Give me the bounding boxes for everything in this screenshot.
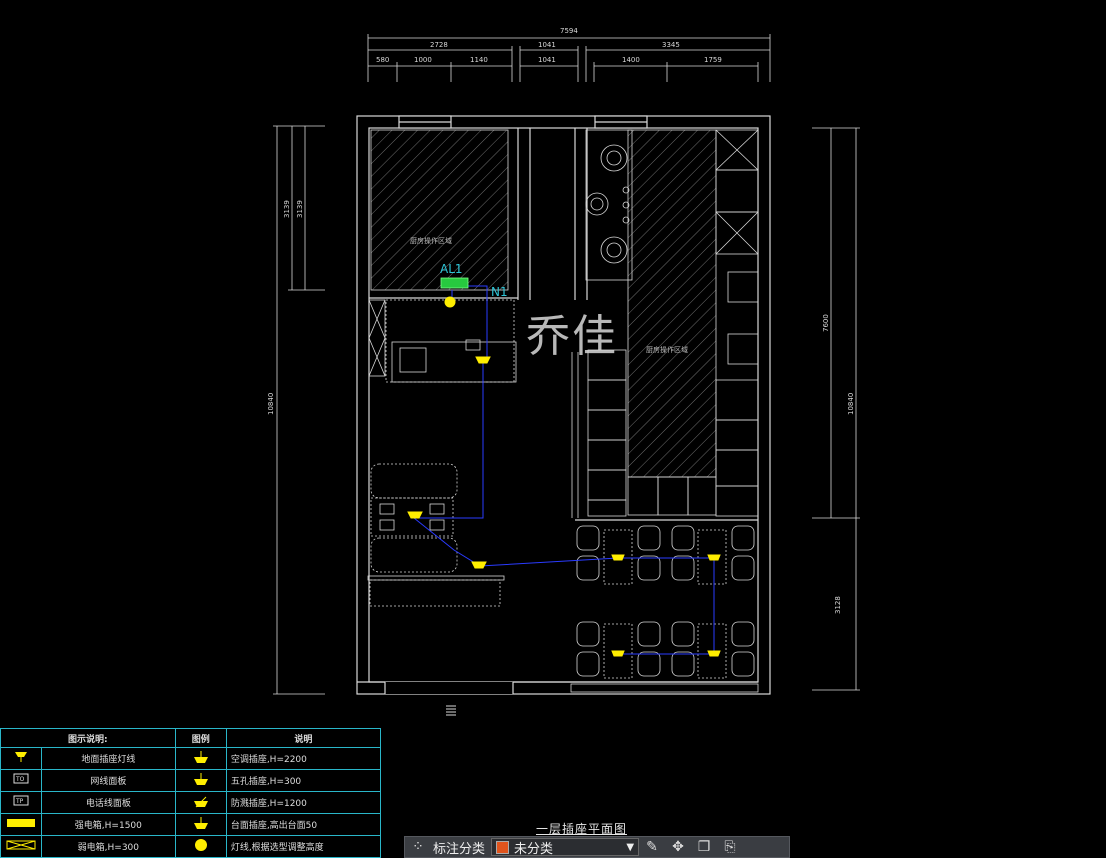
electrical-panel-al1 [440, 277, 469, 289]
left-dimensions [273, 125, 325, 695]
dim-top-580: 580 [376, 56, 389, 64]
entry-arrow-icon [446, 705, 456, 716]
dim-top-1041b: 1041 [538, 56, 556, 64]
socket-icon [707, 554, 721, 561]
top-dimensions [367, 34, 771, 82]
bar-counter [368, 299, 517, 580]
svg-text:TP: TP [15, 798, 24, 805]
socket-icon [707, 650, 721, 657]
legend-right-text: 空调插座,H=2200 [225, 747, 382, 770]
legend-left-text: 网线面板 [41, 769, 176, 792]
annotation-toolbar: ⁘ 标注分类 未分类 ▼ ✎ ✥ ❐ ⎘ [404, 836, 790, 858]
ac-socket-icon [174, 747, 227, 770]
legend-left-text: 强电箱,H=1500 [41, 813, 176, 836]
chevron-down-icon: ▼ [626, 841, 635, 853]
dim-top-1000: 1000 [414, 56, 432, 64]
stove [585, 129, 633, 281]
dim-top-1759: 1759 [704, 56, 722, 64]
dim-left-outer: 10840 [267, 393, 275, 415]
socket-icon [611, 650, 625, 657]
legend-row: TO 网线面板 五孔插座,H=300 [0, 769, 382, 792]
dining-tables [570, 525, 759, 693]
grip-icon[interactable]: ⁘ [412, 839, 424, 855]
socket-icon [407, 511, 423, 519]
dim-top-1140: 1140 [470, 56, 488, 64]
counter-socket-icon [174, 813, 227, 836]
sheet-title: 一层插座平面图 [536, 822, 628, 836]
dim-left-b: 3139 [296, 200, 304, 218]
paste-icon[interactable]: ⎘ [724, 839, 736, 855]
dim-left-a: 3139 [283, 200, 291, 218]
dim-top-3345: 3345 [662, 41, 680, 49]
category-color-swatch [496, 840, 510, 854]
copy-icon[interactable]: ❐ [697, 839, 711, 855]
legend-right-text: 台面插座,高出台面50 [225, 813, 382, 836]
lamp-wire-icon [174, 835, 227, 858]
kitchen-zone-left [370, 129, 509, 291]
kitchen-zone-right [627, 129, 717, 478]
annotation-category-label: 标注分类 [433, 841, 486, 857]
edit-icon[interactable]: ✎ [646, 839, 658, 855]
right-cabinets [571, 129, 759, 518]
socket-symbols [407, 296, 721, 657]
move-icon[interactable]: ✥ [672, 839, 684, 855]
waterproof-socket-icon [174, 791, 227, 814]
legend-head-explain: 说明 [225, 728, 382, 748]
panel-label: AL1 [440, 262, 463, 276]
lamp-wire-icon [444, 296, 456, 308]
legend-head-desc: 图示说明: [0, 728, 176, 748]
legend-row: 弱电箱,H=300 灯线,根据选型调整高度 [0, 835, 382, 858]
legend-left-text: 地面插座灯线 [41, 747, 176, 770]
legend-left-text: 电话线面板 [41, 791, 176, 814]
dim-top-1400: 1400 [622, 56, 640, 64]
legend-head-symbol: 图例 [174, 728, 227, 748]
floor-socket-icon [0, 747, 42, 770]
socket-icon [475, 356, 491, 364]
five-hole-socket-icon [174, 769, 227, 792]
legend-left-text: 弱电箱,H=300 [41, 835, 176, 858]
dim-right-b: 3128 [834, 596, 842, 614]
socket-icon [611, 554, 625, 561]
zone-label-right: 厨房操作区域 [646, 345, 688, 354]
legend-table: 图示说明: 图例 说明 地面插座灯线 空调插座,H=2200 TO 网线面板 五… [0, 728, 382, 858]
dim-top-2728: 2728 [430, 41, 448, 49]
legend-right-text: 灯线,根据选型调整高度 [225, 835, 382, 858]
legend-right-text: 五孔插座,H=300 [225, 769, 382, 792]
annotation-category-select[interactable]: 未分类 ▼ [491, 838, 640, 857]
circuit-label: N1 [491, 285, 508, 299]
dim-top-1041: 1041 [538, 41, 556, 49]
legend-row: 强电箱,H=1500 台面插座,高出台面50 [0, 813, 382, 836]
right-dimensions [812, 127, 860, 691]
legend-right-text: 防溅插座,H=1200 [225, 791, 382, 814]
phone-panel-icon: TP [0, 791, 42, 814]
strong-box-icon [0, 813, 42, 836]
dim-right-outer: 10840 [847, 393, 855, 415]
weak-box-icon [0, 835, 42, 858]
legend-row: 地面插座灯线 空调插座,H=2200 [0, 747, 382, 770]
svg-text:TO: TO [15, 776, 25, 783]
legend-header-row: 图示说明: 图例 说明 [0, 728, 382, 748]
socket-icon [471, 561, 487, 569]
dim-right-a: 7600 [822, 314, 830, 332]
dim-overall: 7594 [560, 27, 578, 35]
sofa-seating [367, 463, 505, 607]
zone-label-left: 厨房操作区域 [410, 236, 452, 245]
category-selected-value: 未分类 [514, 841, 554, 857]
watermark: 乔佳 [526, 311, 618, 362]
legend-row: TP 电话线面板 防溅插座,H=1200 [0, 791, 382, 814]
network-panel-icon: TO [0, 769, 42, 792]
